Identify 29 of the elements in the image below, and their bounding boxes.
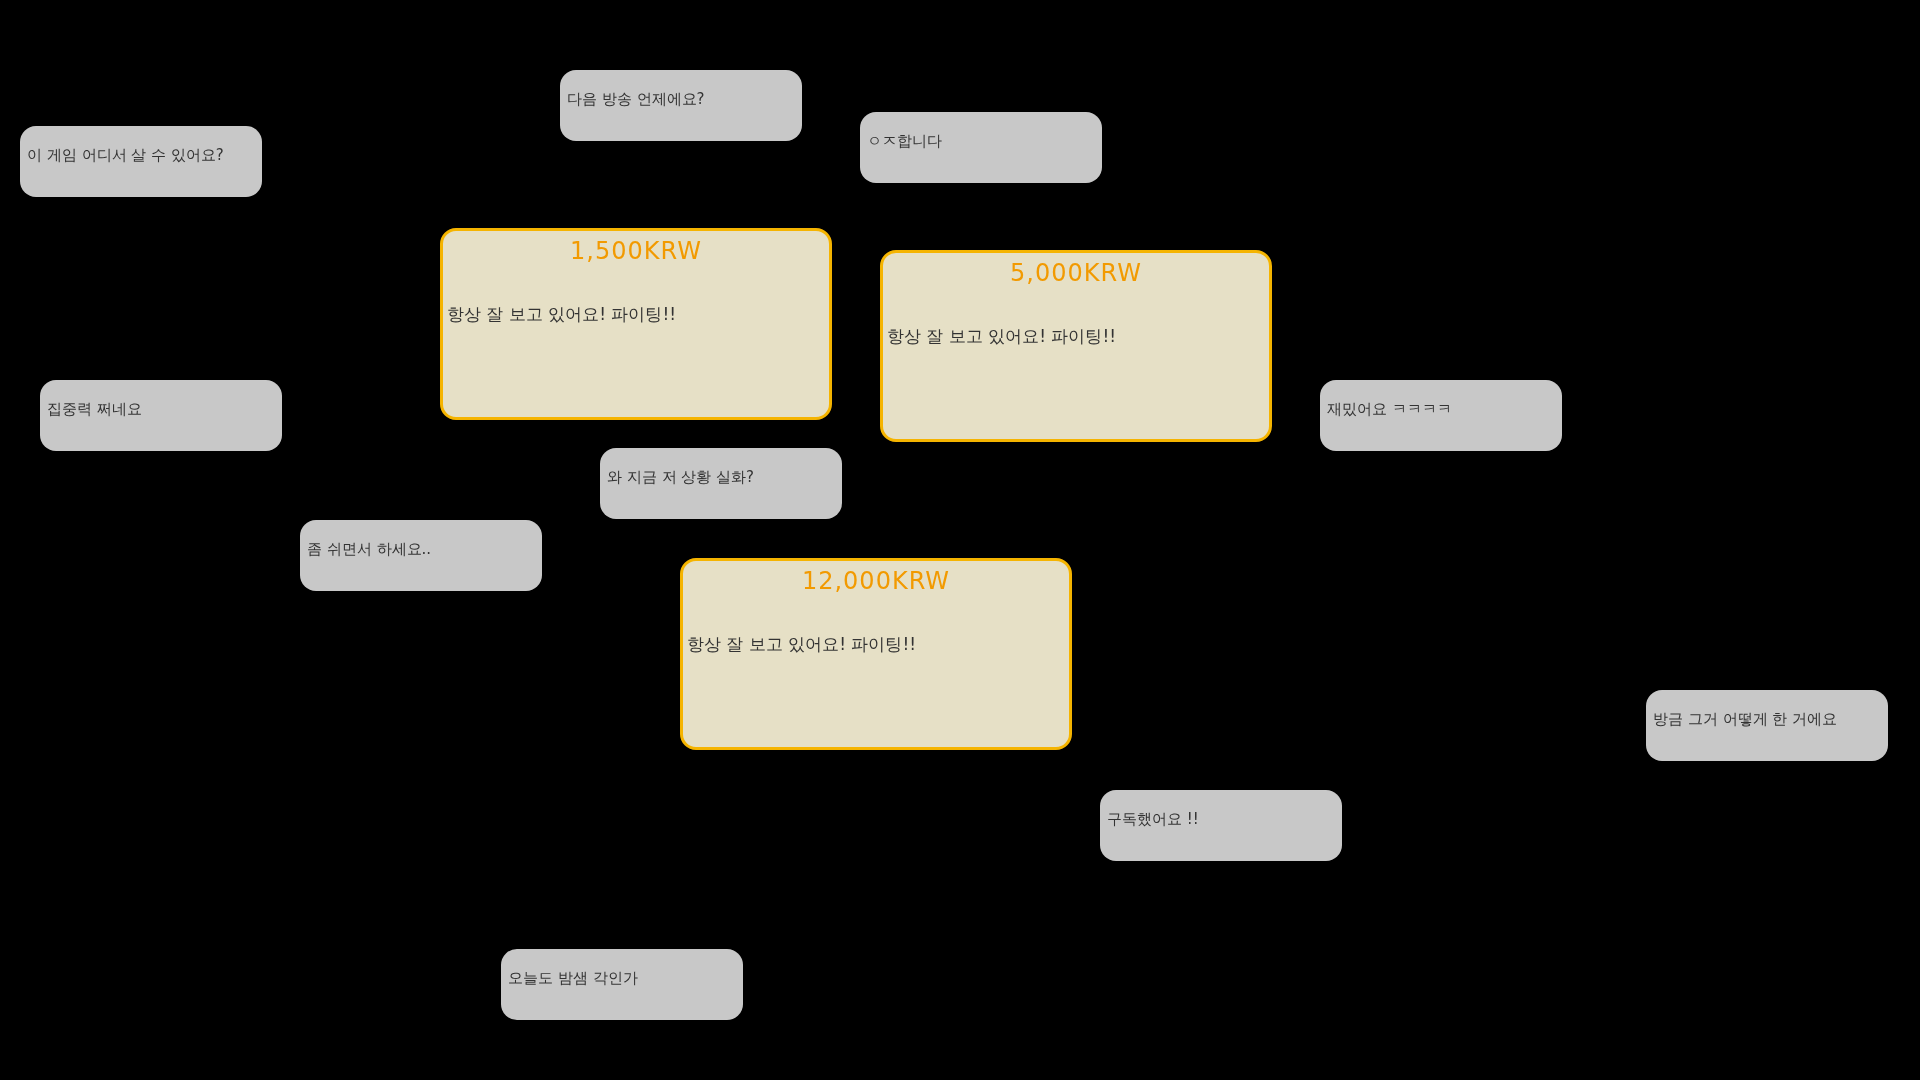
- donation-card: [680, 558, 1072, 750]
- donation-card: [880, 250, 1272, 442]
- chat-message: 재밌어요 ㅋㅋㅋㅋ: [1327, 400, 1452, 419]
- chat-message: 오늘도 밤샘 각인가: [508, 969, 638, 988]
- chat-message: 방금 그거 어떻게 한 거에요: [1653, 710, 1838, 729]
- chat-bubble: [40, 380, 282, 451]
- chat-bubble: [600, 448, 842, 519]
- chat-message: 좀 쉬면서 하세요..: [307, 540, 432, 559]
- chat-message: 이 게임 어디서 살 수 있어요?: [27, 146, 224, 165]
- donation-card: [440, 228, 832, 420]
- chat-bubble: [501, 949, 743, 1020]
- chat-bubble: [1100, 790, 1342, 861]
- donation-amount: 12,000KRW: [800, 567, 952, 595]
- chat-bubble: [300, 520, 542, 591]
- chat-message: 다음 방송 언제에요?: [567, 90, 705, 109]
- chat-message: 집중력 쩌네요: [47, 400, 142, 419]
- chat-bubble: [1646, 690, 1888, 761]
- donation-message: 항상 잘 보고 있어요! 파이팅!!: [447, 303, 677, 326]
- chat-bubble: [20, 126, 262, 197]
- donation-message: 항상 잘 보고 있어요! 파이팅!!: [887, 325, 1117, 348]
- donation-message: 항상 잘 보고 있어요! 파이팅!!: [687, 633, 917, 656]
- chat-bubble: [560, 70, 802, 141]
- chat-message: ㅇㅈ합니다: [867, 132, 942, 151]
- donation-amount: 5,000KRW: [1009, 259, 1143, 287]
- chat-message: 와 지금 저 상황 실화?: [607, 468, 755, 487]
- chat-bubble: [860, 112, 1102, 183]
- chat-bubble: [1320, 380, 1562, 451]
- donation-amount: 1,500KRW: [569, 237, 703, 265]
- chat-message: 구독했어요 !!: [1107, 810, 1199, 829]
